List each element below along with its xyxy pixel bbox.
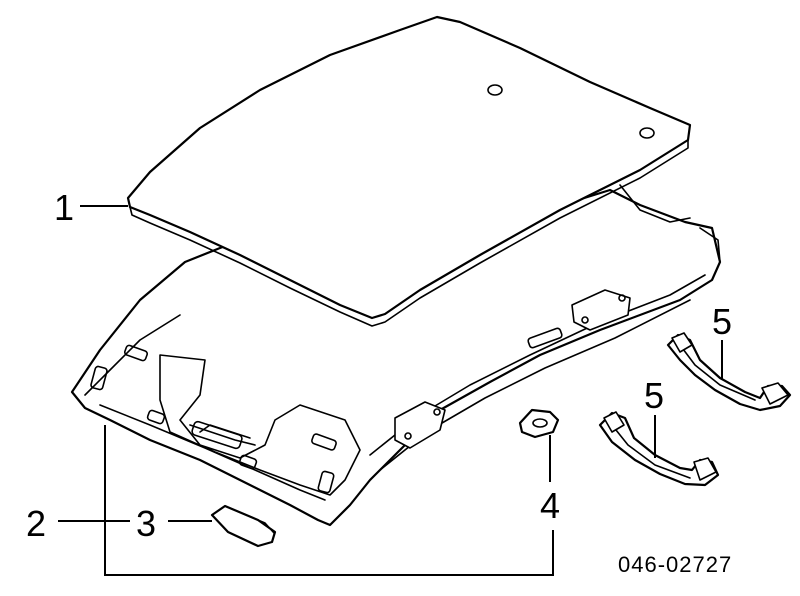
assist-grip-upper (666, 332, 792, 412)
leader-lines (58, 205, 723, 576)
callout-4: 4 (540, 485, 560, 526)
callout-5-upper: 5 (712, 301, 732, 342)
assist-grip-lower (598, 411, 720, 487)
callout-3: 3 (136, 503, 156, 544)
headliner-clip (518, 408, 560, 439)
roof-insulator-panel (126, 15, 692, 327)
callout-1: 1 (54, 187, 74, 228)
map-lamp-lens (210, 504, 277, 548)
callout-2: 2 (26, 503, 46, 544)
part-number: 046-02727 (618, 552, 732, 577)
callout-labels: 1 2 3 4 5 5 (26, 187, 732, 544)
headliner (70, 184, 722, 527)
bracket-2-4 (104, 425, 554, 576)
callout-5-lower: 5 (644, 375, 664, 416)
